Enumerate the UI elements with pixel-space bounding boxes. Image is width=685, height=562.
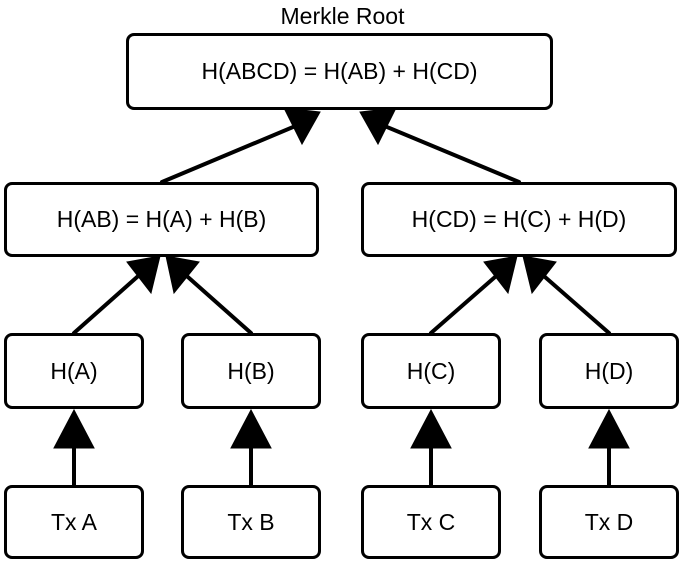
edge-ab-to-root (160, 120, 307, 184)
node-hash-d: H(D) (539, 333, 679, 409)
edge-hd-to-cd (535, 268, 611, 335)
node-hash-cd: H(CD) = H(C) + H(D) (361, 182, 677, 257)
node-hash-c: H(C) (361, 333, 501, 409)
edge-ha-to-ab (72, 268, 147, 335)
arrowhead-txb-to-hb (230, 408, 272, 449)
merkle-root-caption: Merkle Root (280, 3, 405, 29)
arrowhead-hc-to-cd (483, 255, 518, 295)
node-tx-d: Tx D (539, 485, 679, 559)
arrowhead-hd-to-cd (522, 255, 557, 295)
node-hash-ab: H(AB) = H(A) + H(B) (4, 182, 319, 257)
arrowhead-txa-to-ha (53, 408, 95, 449)
edge-hc-to-cd (429, 268, 505, 335)
arrowhead-txc-to-hc (410, 408, 452, 449)
arrowhead-ab-to-root (283, 107, 321, 146)
root-node: H(ABCD) = H(AB) + H(CD) (126, 33, 553, 110)
node-hash-b: H(B) (181, 333, 321, 409)
arrowhead-ha-to-ab (126, 255, 161, 295)
edge-hb-to-ab (178, 268, 253, 335)
edge-cd-to-root (373, 120, 521, 184)
arrowhead-hb-to-ab (165, 255, 200, 295)
arrowhead-cd-to-root (359, 107, 397, 146)
node-tx-a: Tx A (4, 485, 144, 559)
node-tx-b: Tx B (181, 485, 321, 559)
node-tx-c: Tx C (361, 485, 501, 559)
arrowhead-txd-to-hd (588, 408, 630, 449)
node-hash-a: H(A) (4, 333, 144, 409)
